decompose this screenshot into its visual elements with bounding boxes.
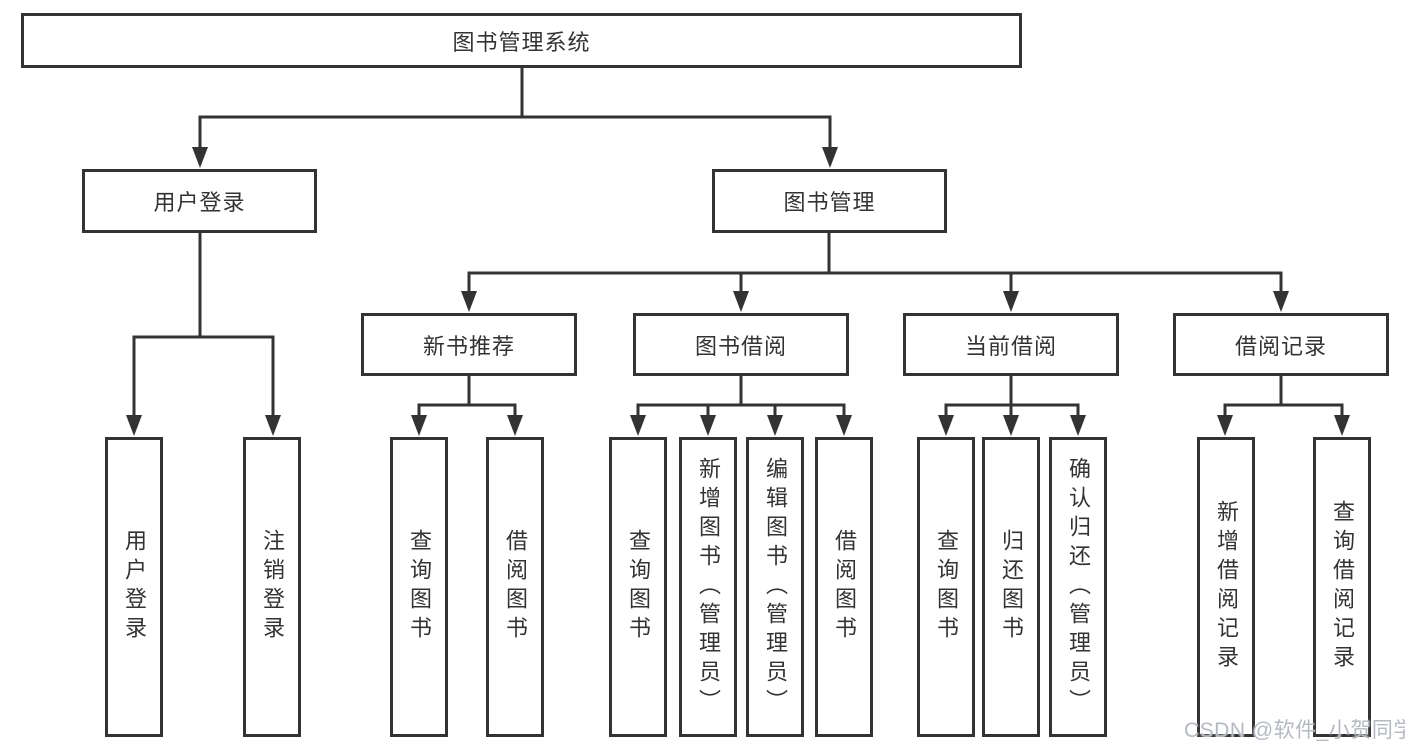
leaf-borrow-books: 借阅图书 [815,437,873,737]
leaf-return-books: 归还图书 [982,437,1040,737]
leaf-confirm-return-admin: 确认归还（管理员） [1049,437,1107,737]
leaf-borrow-books-recommend: 借阅图书 [486,437,544,737]
node-user-login: 用户登录 [82,169,317,233]
leaf-query-books-current: 查询图书 [917,437,975,737]
node-new-book-recommend: 新书推荐 [361,313,577,376]
node-library-system: 图书管理系统 [21,13,1022,68]
leaf-add-borrow-record: 新增借阅记录 [1197,437,1255,737]
leaf-logout: 注销登录 [243,437,301,737]
leaf-query-books-borrow: 查询图书 [609,437,667,737]
leaf-query-books-recommend: 查询图书 [390,437,448,737]
node-book-borrow: 图书借阅 [633,313,849,376]
leaf-query-borrow-record: 查询借阅记录 [1313,437,1371,737]
leaf-add-books-admin: 新增图书（管理员） [679,437,737,737]
leaf-user-login: 用户登录 [105,437,163,737]
csdn-watermark: CSDN @软件_小贺同学 [1184,719,1405,742]
node-book-management: 图书管理 [712,169,947,233]
leaf-edit-books-admin: 编辑图书（管理员） [746,437,804,737]
node-borrow-record: 借阅记录 [1173,313,1389,376]
node-current-borrow: 当前借阅 [903,313,1119,376]
